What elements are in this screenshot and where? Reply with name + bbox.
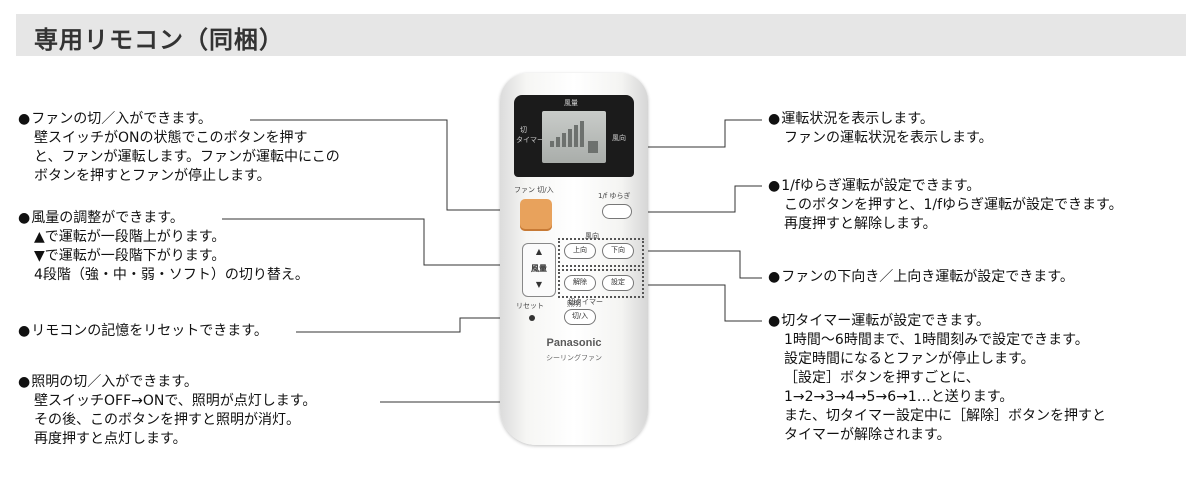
- set-button[interactable]: 設定: [602, 275, 634, 291]
- note-fan-onoff-line-4: ボタンを押すとファンが停止します。: [34, 168, 271, 184]
- note-fan-onoff-line-1: ファンの切／入ができます。: [18, 110, 340, 129]
- note-timer-line-4: ［設定］ボタンを押すごとに、: [784, 370, 980, 386]
- fan-button-label: ファン 切/入: [514, 186, 554, 194]
- reset-label: リセット: [516, 302, 544, 310]
- note-fan-onoff: ファンの切／入ができます。 壁スイッチがONの状態でこのボタンを押す と、ファン…: [18, 110, 340, 186]
- timer-label: 切タイマー: [568, 298, 603, 306]
- light-power-button[interactable]: 切/入: [564, 309, 596, 325]
- note-fan-onoff-line-3: と、ファンが運転します。ファンが運転中にこの: [34, 149, 340, 165]
- remote-control: 風量 切 タイマー 風向 ファン 切/入 1/f ゆらぎ 風向 上向 下向 ▲ …: [500, 73, 648, 445]
- leader-line-volume: [222, 218, 523, 266]
- lcd-display: [542, 111, 606, 163]
- note-volume-line-4: 4段階（強・中・弱・ソフト）の切り替え。: [34, 267, 309, 283]
- model-label: シーリングファン: [546, 354, 602, 362]
- yuragi-button-label: 1/f ゆらぎ: [598, 192, 631, 200]
- note-timer: 切タイマー運転が設定できます。 1時間～6時間まで、1時間刻みで設定できます。 …: [768, 312, 1106, 445]
- light-top-label: 照明: [567, 300, 581, 308]
- direction-label: 風向: [585, 232, 599, 240]
- note-reset: リモコンの記憶をリセットできます。: [18, 322, 268, 341]
- cancel-button[interactable]: 解除: [564, 275, 596, 291]
- lcd-frame: 風量 切 タイマー 風向: [514, 95, 634, 177]
- lcd-label-volume: 風量: [564, 99, 578, 107]
- section-header: 専用リモコン（同梱）: [16, 14, 1186, 56]
- note-display-line-2: ファンの運転状況を表示します。: [784, 130, 993, 146]
- timer-group: [558, 269, 644, 298]
- note-display-line-1: 運転状況を表示します。: [768, 110, 993, 129]
- note-volume: 風量の調整ができます。 ▲で運転が一段階上がります。 ▼で運転が一段階下がります…: [18, 209, 309, 285]
- note-timer-line-2: 1時間～6時間まで、1時間刻みで設定できます。: [784, 332, 1089, 348]
- note-light-line-1: 照明の切／入ができます。: [18, 373, 316, 392]
- note-volume-line-2: ▲で運転が一段階上がります。: [34, 229, 226, 245]
- note-timer-line-6: また、切タイマー設定中に［解除］ボタンを押すと: [784, 408, 1106, 424]
- note-reset-line-1: リモコンの記憶をリセットできます。: [18, 322, 268, 341]
- section-title: 専用リモコン（同梱）: [34, 26, 284, 54]
- volume-up-icon[interactable]: ▲: [535, 247, 543, 256]
- brand-logo: Panasonic: [546, 337, 602, 349]
- volume-rocker[interactable]: ▲ 風量 ▼: [522, 243, 556, 297]
- leader-line-yuragi: [632, 185, 762, 213]
- note-yuragi-line-2: このボタンを押すと、1/fゆらぎ運転が設定できます。: [784, 197, 1123, 213]
- note-light-line-2: 壁スイッチOFF→ONで、照明が点灯します。: [34, 393, 317, 409]
- note-volume-line-1: 風量の調整ができます。: [18, 209, 309, 228]
- note-timer-line-1: 切タイマー運転が設定できます。: [768, 312, 1106, 331]
- leader-line-timer: [640, 284, 762, 322]
- reset-button[interactable]: [529, 315, 535, 321]
- note-light: 照明の切／入ができます。 壁スイッチOFF→ONで、照明が点灯します。 その後、…: [18, 373, 316, 449]
- note-light-line-3: その後、このボタンを押すと照明が消灯。: [34, 412, 300, 428]
- note-direction: ファンの下向き／上向き運転が設定できます。: [768, 268, 1074, 287]
- direction-group: [558, 238, 644, 267]
- note-yuragi-line-1: 1/fゆらぎ運転が設定できます。: [768, 177, 1123, 196]
- note-timer-line-3: 設定時間になるとファンが停止します。: [784, 351, 1035, 367]
- leader-line-reset: [296, 317, 530, 333]
- lcd-label-timer: タイマー: [516, 136, 544, 144]
- fan-power-button[interactable]: [520, 199, 552, 231]
- volume-down-icon[interactable]: ▼: [535, 280, 543, 289]
- note-yuragi-line-3: 再度押すと解除します。: [784, 216, 937, 232]
- note-timer-line-5: 1→2→3→4→5→6→1…と送ります。: [784, 389, 1014, 405]
- lcd-segments-icon: [550, 121, 598, 153]
- note-light-line-4: 再度押すと点灯します。: [34, 431, 187, 447]
- note-timer-line-7: タイマーが解除されます。: [784, 427, 951, 443]
- note-direction-line-1: ファンの下向き／上向き運転が設定できます。: [768, 268, 1074, 287]
- lcd-label-off: 切: [520, 126, 527, 134]
- yuragi-button[interactable]: [602, 204, 632, 219]
- note-display: 運転状況を表示します。 ファンの運転状況を表示します。: [768, 110, 993, 148]
- note-volume-line-3: ▼で運転が一段階下がります。: [34, 248, 226, 264]
- volume-label: 風量: [531, 264, 547, 273]
- lcd-label-direction: 風向: [612, 134, 626, 142]
- note-yuragi: 1/fゆらぎ運転が設定できます。 このボタンを押すと、1/fゆらぎ運転が設定でき…: [768, 177, 1123, 234]
- down-button[interactable]: 下向: [602, 243, 634, 259]
- leader-line-direction: [643, 250, 762, 279]
- leader-line-fan: [250, 119, 520, 211]
- up-button[interactable]: 上向: [564, 243, 596, 259]
- note-fan-onoff-line-2: 壁スイッチがONの状態でこのボタンを押す: [34, 130, 308, 146]
- leader-line-display: [583, 119, 762, 148]
